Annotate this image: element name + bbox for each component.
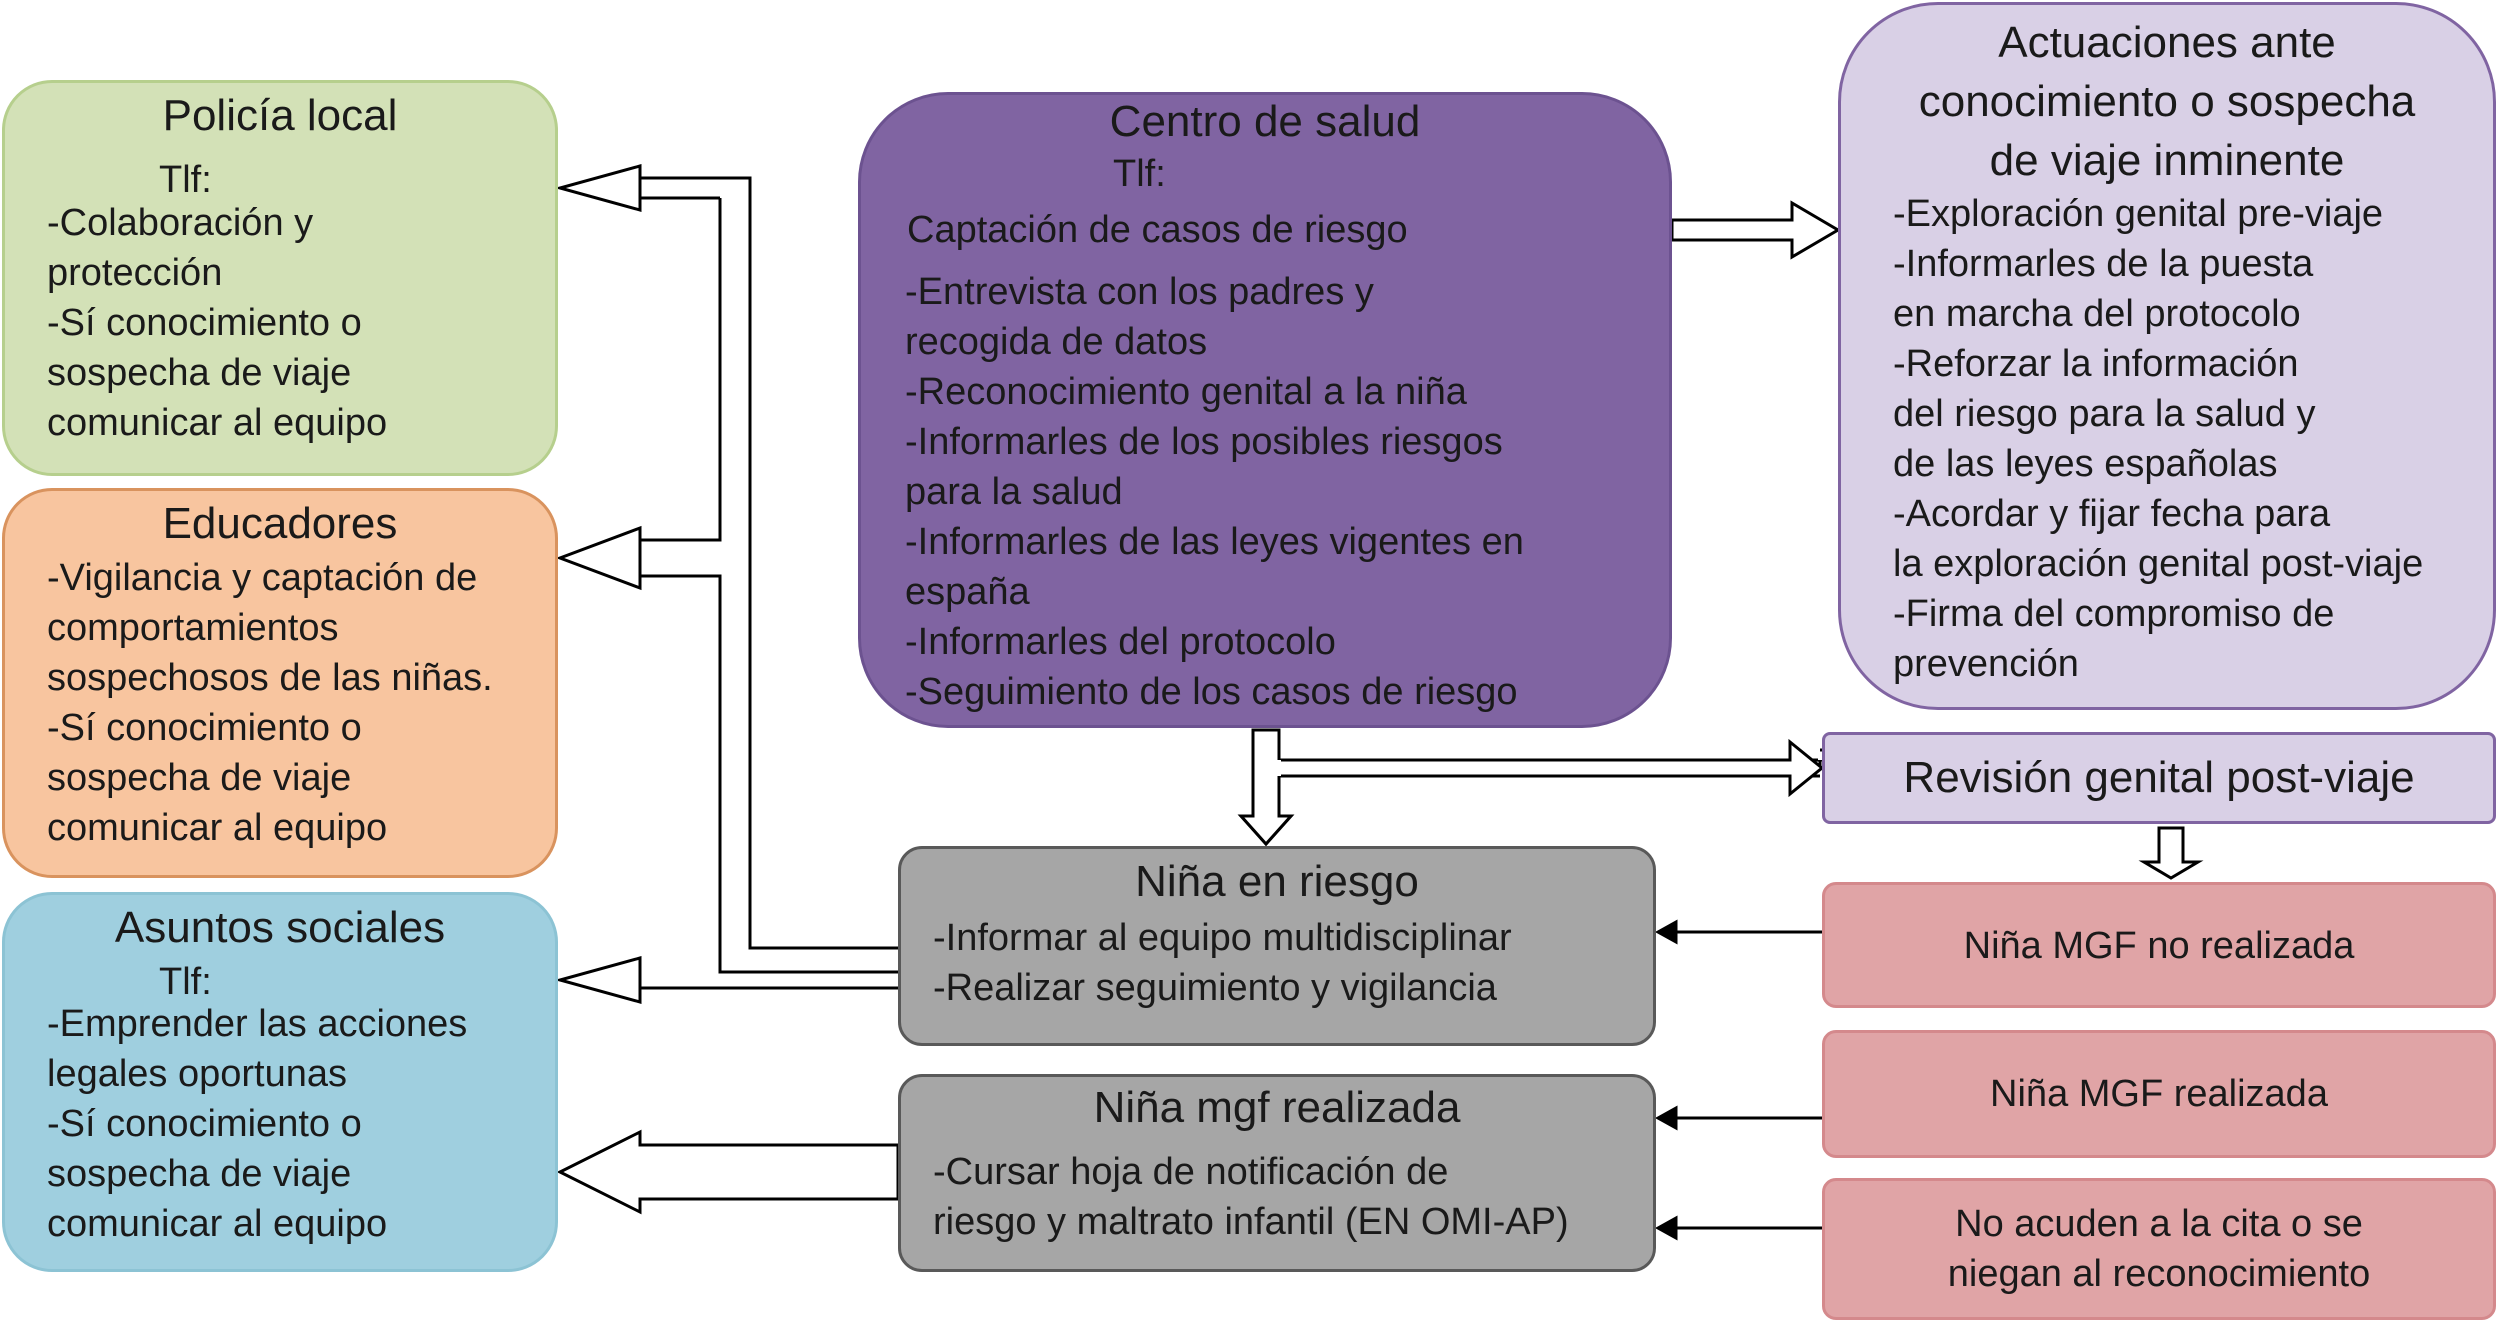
- policia-lines: -Colaboración y protección -Sí conocimie…: [47, 202, 388, 444]
- asuntos-sociales-box: Asuntos sociales Tlf: -Emprender las acc…: [2, 892, 558, 1272]
- arrow-mgf-to-asuntos: [556, 1129, 900, 1215]
- centro-subtitle: Captación de casos de riesgo: [907, 209, 1408, 251]
- asuntos-tlf: Tlf:: [159, 961, 212, 1003]
- actuaciones-title: Actuaciones ante conocimiento o sospecha…: [1918, 18, 2416, 185]
- policia-local-box: Policía local Tlf: -Colaboración y prote…: [2, 80, 558, 476]
- arrow-centro-to-actuaciones: [1670, 200, 1841, 260]
- asuntos-title: Asuntos sociales: [114, 903, 446, 952]
- arrow-centro-down-lane: [1237, 728, 1295, 847]
- outcome-realizada: Niña MGF realizada: [1990, 1073, 2328, 1115]
- outcome-no-realizada: Niña MGF no realizada: [1963, 925, 2355, 967]
- arrowhead-no-acuden: [1654, 1215, 1678, 1241]
- centro-de-salud-box: Centro de salud Tlf: Captación de casos …: [858, 92, 1672, 728]
- outcome-no-realizada-box: Niña MGF no realizada: [1822, 882, 2496, 1008]
- policia-tlf: Tlf:: [159, 159, 212, 201]
- outcome-realizada-box: Niña MGF realizada: [1822, 1030, 2496, 1158]
- asuntos-lines: -Emprender las acciones legales oportuna…: [47, 1003, 468, 1245]
- outcome-no-acuden: No acuden a la cita o se niegan al recon…: [1947, 1203, 2371, 1295]
- actuaciones-lines: -Exploración genital pre-viaje -Informar…: [1893, 193, 2424, 685]
- arrowhead-to-policia: [554, 164, 642, 212]
- actuaciones-box: Actuaciones ante conocimiento o sospecha…: [1838, 2, 2496, 710]
- arrow-revision-to-outcomes: [2138, 826, 2204, 880]
- arrowhead-no-realizada: [1654, 919, 1678, 945]
- centro-lines: -Entrevista con los padres y recogida de…: [905, 271, 1524, 713]
- arrowhead-to-educadores: [555, 525, 642, 591]
- arrow-centro-branch-to-revision: [1277, 738, 1825, 798]
- nina-mgf-realizada-box: Niña mgf realizada -Cursar hoja de notif…: [898, 1074, 1656, 1272]
- educadores-title: Educadores: [162, 499, 398, 548]
- arrowhead-to-asuntos: [554, 956, 642, 1004]
- revision-box: Revisión genital post-viaje: [1822, 732, 2496, 824]
- nina-mgf-title: Niña mgf realizada: [1093, 1083, 1461, 1132]
- arrowhead-realizada: [1654, 1105, 1678, 1131]
- nina-en-riesgo-box: Niña en riesgo -Informar al equipo multi…: [898, 846, 1656, 1046]
- centro-title: Centro de salud: [1109, 97, 1421, 146]
- nina-riesgo-title: Niña en riesgo: [1135, 857, 1419, 906]
- revision-title: Revisión genital post-viaje: [1903, 753, 2415, 802]
- nina-riesgo-lines: -Informar al equipo multidisciplinar -Re…: [933, 917, 1512, 1009]
- nina-mgf-lines: -Cursar hoja de notificación de riesgo y…: [933, 1151, 1569, 1243]
- centro-tlf: Tlf:: [1113, 153, 1166, 195]
- outcome-no-acuden-box: No acuden a la cita o se niegan al recon…: [1822, 1178, 2496, 1320]
- educadores-lines: -Vigilancia y captación de comportamient…: [47, 557, 493, 849]
- policia-title: Policía local: [162, 91, 398, 140]
- educadores-box: Educadores -Vigilancia y captación de co…: [2, 488, 558, 878]
